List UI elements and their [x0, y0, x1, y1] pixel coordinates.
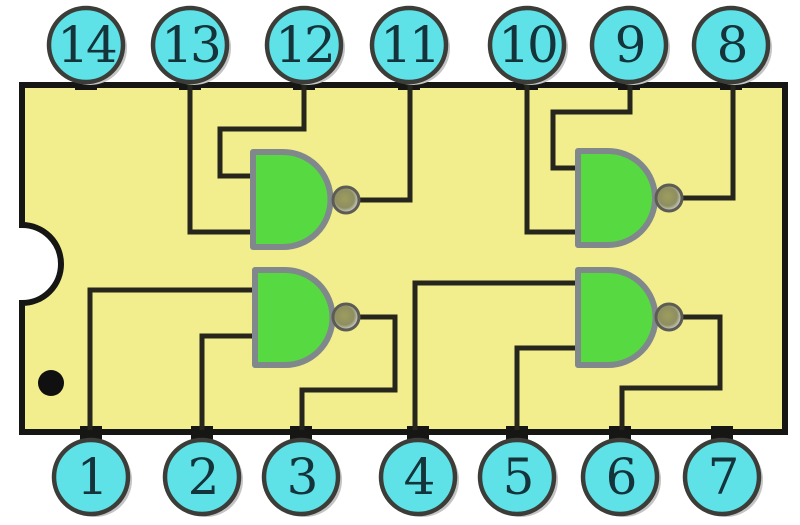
- pin-2-label: 2: [188, 448, 217, 506]
- pin-4-label: 4: [404, 448, 434, 506]
- pin-11-label: 11: [380, 16, 438, 74]
- wire-gate-upper-left-to-pin11: [356, 84, 413, 203]
- nand-gate-body: [250, 149, 334, 250]
- nand-gate-lower-left: [252, 267, 361, 368]
- wire-pin4-to-gate-lower-right: [412, 280, 580, 430]
- wire-pin1-to-gate-lower-left: [87, 287, 257, 430]
- nand-inverter-bubble: [331, 302, 361, 332]
- pin-2-circle: [162, 437, 242, 517]
- pin-1-label: 1: [77, 448, 106, 506]
- wires: [87, 84, 736, 430]
- pin-10-circle: [487, 5, 567, 85]
- pin-14-circle: [46, 5, 126, 85]
- nand-inverter-bubble: [331, 185, 361, 215]
- pin-10-label: 10: [498, 16, 556, 74]
- nand-inverter-bubble: [654, 183, 684, 213]
- nand-gate-body: [575, 148, 658, 248]
- nand-gate-lower-right: [575, 267, 684, 368]
- wire-gate-upper-right-to-pin8: [679, 84, 736, 201]
- pin1-indicator-dot: [38, 370, 64, 396]
- pin-9-circle: [589, 5, 669, 85]
- pin-6-circle: [580, 437, 660, 517]
- pin-14-label: 14: [57, 16, 116, 74]
- nand-inverter-bubble: [654, 302, 684, 332]
- wire-pin10-to-gate-upper-right: [524, 84, 580, 235]
- pin-12-circle: [264, 5, 344, 85]
- pin-7-circle: [682, 437, 762, 517]
- wire-pin9-to-gate-upper-right: [550, 84, 633, 171]
- pin-11-circle: [369, 5, 449, 85]
- wire-pin13-to-gate-upper-left: [187, 84, 255, 235]
- wire-gate-lower-left-to-pin3: [299, 314, 398, 430]
- pin-13-circle: [150, 5, 230, 85]
- wire-pin12-to-gate-upper-left: [217, 84, 307, 179]
- chip-body: [19, 82, 788, 435]
- pin-8-label: 8: [717, 16, 746, 74]
- nand-gate-upper-right: [575, 148, 684, 248]
- pin-1-circle: [51, 437, 131, 517]
- pin-12-label: 12: [275, 16, 333, 74]
- pin-3-circle: [261, 437, 341, 517]
- wire-pin2-to-gate-lower-left: [199, 333, 257, 430]
- pin-8-circle: [691, 5, 771, 85]
- pin-labels: 14 13 12 11 10 9 8 1 2 3 4 5 6 7: [57, 16, 748, 506]
- nand-gate-upper-left: [250, 149, 361, 250]
- pin-13-label: 13: [161, 16, 219, 74]
- nand-gates: [250, 148, 684, 368]
- pin-circles: [46, 5, 771, 517]
- nand-gate-body: [575, 267, 659, 368]
- wire-gate-lower-right-to-pin6: [619, 314, 723, 430]
- pin-9-label: 9: [615, 16, 644, 74]
- pin-5-label: 5: [503, 448, 532, 506]
- pin-4-circle: [378, 437, 458, 517]
- nand-gate-body: [252, 267, 336, 368]
- pin-5-circle: [477, 437, 557, 517]
- pin-7-label: 7: [708, 448, 737, 506]
- wire-pin5-to-gate-lower-right: [514, 345, 580, 430]
- pin-3-label: 3: [287, 448, 316, 506]
- pin-6-label: 6: [606, 448, 635, 506]
